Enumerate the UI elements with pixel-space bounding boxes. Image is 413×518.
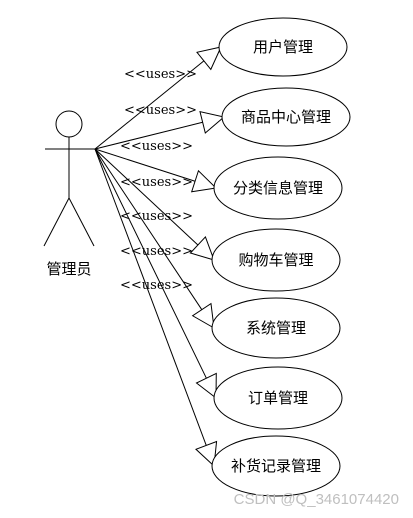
use-case-7[interactable]: 补货记录管理 [211,435,341,497]
uses-label: <<uses>> [124,67,197,82]
association-line [94,121,203,150]
association-line [94,148,203,310]
uses-label: <<uses>> [120,139,193,154]
actor-label: 管理员 [46,260,91,278]
use-case-label: 用户管理 [253,38,313,56]
association-line [94,148,207,379]
use-case-1[interactable]: 用户管理 [218,17,348,77]
use-case-ellipse [211,297,341,359]
use-case-ellipse [221,87,351,147]
use-case-2[interactable]: 商品中心管理 [221,87,351,147]
association-lines [94,46,226,468]
arrowhead [191,302,215,329]
association-line [94,148,199,246]
uses-label: <<uses>> [120,209,193,224]
arrowhead [195,440,218,468]
use-case-ellipse [218,17,348,77]
uses-label: <<uses>> [120,175,193,190]
arrowhead [190,169,218,193]
arrowhead [195,372,217,400]
use-case-4[interactable]: 购物车管理 [211,228,341,292]
use-case-3[interactable]: 分类信息管理 [213,156,343,220]
use-case-ellipse [213,156,343,220]
use-case-label: 订单管理 [248,389,308,407]
use-case-ellipse [211,228,341,292]
actor-left-leg [43,197,70,247]
actor-head [55,110,83,138]
association-line [94,148,196,182]
actor-figure [43,110,95,247]
use-case-ellipse [213,366,343,430]
association-line [94,148,207,446]
use-case-label: 补货记录管理 [231,457,321,475]
association-line [94,60,205,150]
use-case-label: 系统管理 [246,319,306,337]
arrowhead [196,46,222,71]
use-case-label: 分类信息管理 [233,179,323,197]
use-case-label: 商品中心管理 [241,108,331,126]
watermark: CSDN @Q_3461074420 [234,491,399,508]
use-case-label: 购物车管理 [238,251,313,269]
actor-right-leg [68,197,95,247]
use-case-ellipse [211,435,341,497]
use-case-5[interactable]: 系统管理 [211,297,341,359]
use-case-6[interactable]: 订单管理 [213,366,343,430]
uses-label: <<uses>> [120,244,193,259]
uses-label: <<uses>> [124,103,197,118]
uses-label: <<uses>> [120,278,193,293]
arrowhead [199,110,226,134]
arrowhead [189,236,215,261]
